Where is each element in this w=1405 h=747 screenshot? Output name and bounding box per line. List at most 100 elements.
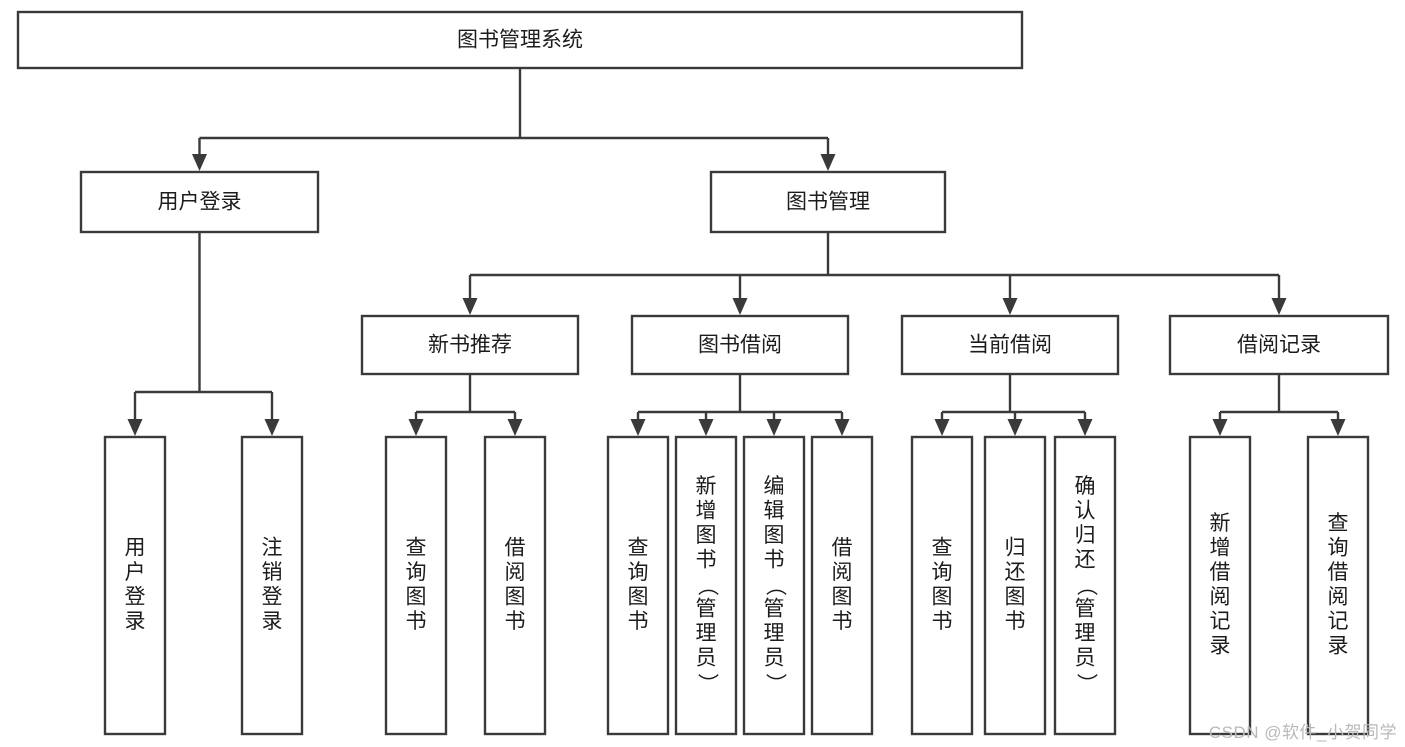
- node-leaf-leaf-query-book-recommend-box: [384, 435, 448, 736]
- node-leaf-leaf-query-borrow-record-char: 查: [1328, 512, 1349, 535]
- node-leaf-leaf-edit-book-admin-box: [742, 435, 806, 736]
- node-leaf-leaf-query-book-recommend-char: 询: [406, 561, 427, 584]
- root-to-level2-arrow-head: [820, 154, 836, 171]
- node-leaf-leaf-borrow-book-char: 借: [832, 536, 853, 559]
- node-leaf-leaf-edit-book-admin-char: 书: [764, 549, 785, 572]
- node-leaf-leaf-add-borrow-record-char: 阅: [1210, 585, 1231, 608]
- node-leaf-leaf-logout-char: 销: [262, 561, 283, 584]
- node-leaf-leaf-edit-book-admin-char: （: [763, 575, 786, 596]
- node-leaf-leaf-edit-book-admin-char: 图: [764, 524, 785, 547]
- node-leaf-leaf-add-book-admin-char: 理: [696, 622, 717, 645]
- node-leaf-leaf-query-book-current-char: 书: [932, 610, 953, 633]
- connector-layer: [127, 68, 1346, 436]
- node-leaf-leaf-user-login-char: 登: [125, 585, 146, 608]
- node-leaf-leaf-query-book-recommend-char: 图: [406, 585, 427, 608]
- book-manage-to-level3-arrow-head: [1002, 298, 1018, 315]
- node-leaf-leaf-query-book-current-char: 查: [932, 536, 953, 559]
- node-leaf-leaf-query-borrow-record-char: 阅: [1328, 585, 1349, 608]
- node-leaf-leaf-query-borrow-record-char: 借: [1328, 561, 1349, 584]
- borrow-record-to-leaves-arrow-head: [1330, 419, 1346, 436]
- node-level3-borrow-record[interactable]: 借阅记录: [1168, 314, 1390, 376]
- node-level3-new-book-recommend[interactable]: 新书推荐: [360, 314, 580, 376]
- node-leaf-leaf-borrow-book-recommend-char: 图: [505, 585, 526, 608]
- node-root-system[interactable]: 图书管理系统: [16, 10, 1024, 70]
- node-leaf-leaf-user-login-char: 户: [125, 561, 146, 584]
- node-leaf-leaf-add-borrow-record-char: 新: [1210, 512, 1231, 535]
- root-to-level2-arrow-head: [192, 154, 207, 171]
- new-book-recommend-to-leaves-arrow-head: [507, 419, 523, 436]
- node-leaf-leaf-edit-book-admin-char: 管: [764, 598, 785, 621]
- node-leaf-leaf-borrow-book-box: [810, 435, 874, 736]
- node-leaf-leaf-borrow-book-char: 图: [832, 585, 853, 608]
- node-leaf-leaf-confirm-return-admin-char: ）: [1074, 673, 1097, 694]
- node-level3-new-book-recommend-label: 新书推荐: [428, 334, 512, 357]
- node-leaf-leaf-return-book-char: 归: [1005, 536, 1026, 559]
- node-leaf-leaf-return-book-char: 还: [1005, 561, 1026, 584]
- node-leaf-leaf-add-book-admin-char: 管: [696, 598, 717, 621]
- node-level2-book-manage-label: 图书管理: [786, 191, 870, 214]
- node-leaf-leaf-add-book-admin-char: 员: [696, 647, 717, 670]
- node-root-system-box: [16, 10, 1024, 70]
- node-leaf-leaf-confirm-return-admin-char: （: [1074, 575, 1097, 596]
- node-level3-book-borrow-label: 图书借阅: [698, 334, 782, 357]
- node-leaf-leaf-edit-book-admin-char: ）: [763, 673, 786, 694]
- book-borrow-to-leaves-arrow-head: [698, 419, 714, 436]
- node-leaf-leaf-confirm-return-admin-char: 认: [1075, 500, 1096, 523]
- book-manage-to-level3-arrow-head: [732, 298, 748, 315]
- user-login-to-leaves-arrow-head: [264, 419, 280, 436]
- node-leaf-leaf-confirm-return-admin-char: 员: [1075, 647, 1096, 670]
- node-leaf-leaf-add-book-admin-char: 图: [696, 524, 717, 547]
- node-level2-user-login[interactable]: 用户登录: [79, 170, 320, 234]
- node-leaf-leaf-edit-book-admin-char: 理: [764, 622, 785, 645]
- current-borrow-to-leaves-arrow-head: [1007, 419, 1023, 436]
- node-root-system-label: 图书管理系统: [457, 29, 583, 52]
- book-manage-to-level3-arrow-head: [1271, 298, 1287, 315]
- user-login-to-leaves-arrow-head: [127, 419, 143, 436]
- node-level3-book-borrow[interactable]: 图书借阅: [630, 314, 850, 376]
- node-level2-book-manage-box: [709, 170, 947, 234]
- node-level3-current-borrow-box: [900, 314, 1120, 376]
- node-leaf-leaf-query-book-recommend-char: 查: [406, 536, 427, 559]
- node-leaf-leaf-confirm-return-admin-char: 还: [1075, 549, 1096, 572]
- node-leaf-leaf-query-borrow-record-box: [1306, 435, 1370, 736]
- node-leaf-leaf-borrow-book-recommend-char: 借: [505, 536, 526, 559]
- node-level3-current-borrow[interactable]: 当前借阅: [900, 314, 1120, 376]
- book-borrow-to-leaves-arrow-head: [630, 419, 646, 436]
- node-leaf-leaf-query-book-current-char: 图: [932, 585, 953, 608]
- node-level3-book-borrow-box: [630, 314, 850, 376]
- node-leaf-leaf-query-book-recommend-char: 书: [406, 610, 427, 633]
- node-leaf-leaf-query-book-borrow-box: [606, 435, 670, 736]
- node-leaf-leaf-user-login[interactable]: 用户登录: [103, 435, 167, 736]
- current-borrow-to-leaves-arrow-head: [934, 419, 950, 436]
- node-leaf-leaf-logout-box: [240, 435, 304, 736]
- node-leaf-leaf-add-borrow-record-char: 增: [1210, 536, 1231, 559]
- new-book-recommend-to-leaves-arrow-head: [408, 419, 424, 436]
- node-leaf-leaf-return-book-char: 图: [1005, 585, 1026, 608]
- node-leaf-leaf-confirm-return-admin-char: 确: [1075, 475, 1096, 498]
- book-borrow-to-leaves-arrow-head: [834, 419, 850, 436]
- borrow-record-to-leaves-arrow-head: [1212, 419, 1228, 436]
- node-leaf-leaf-add-borrow-record-char: 录: [1210, 634, 1231, 657]
- node-leaf-leaf-query-borrow-record-char: 询: [1328, 536, 1349, 559]
- node-leaf-leaf-edit-book-admin-char: 辑: [764, 500, 785, 523]
- current-borrow-to-leaves-arrow-head: [1077, 419, 1093, 436]
- node-leaf-leaf-logout-char: 录: [262, 610, 283, 633]
- node-level2-book-manage[interactable]: 图书管理: [709, 170, 947, 234]
- node-leaf-leaf-query-book-current-char: 询: [932, 561, 953, 584]
- node-leaf-leaf-confirm-return-admin-char: 理: [1075, 622, 1096, 645]
- node-leaf-leaf-add-book-admin-char: 增: [696, 500, 717, 523]
